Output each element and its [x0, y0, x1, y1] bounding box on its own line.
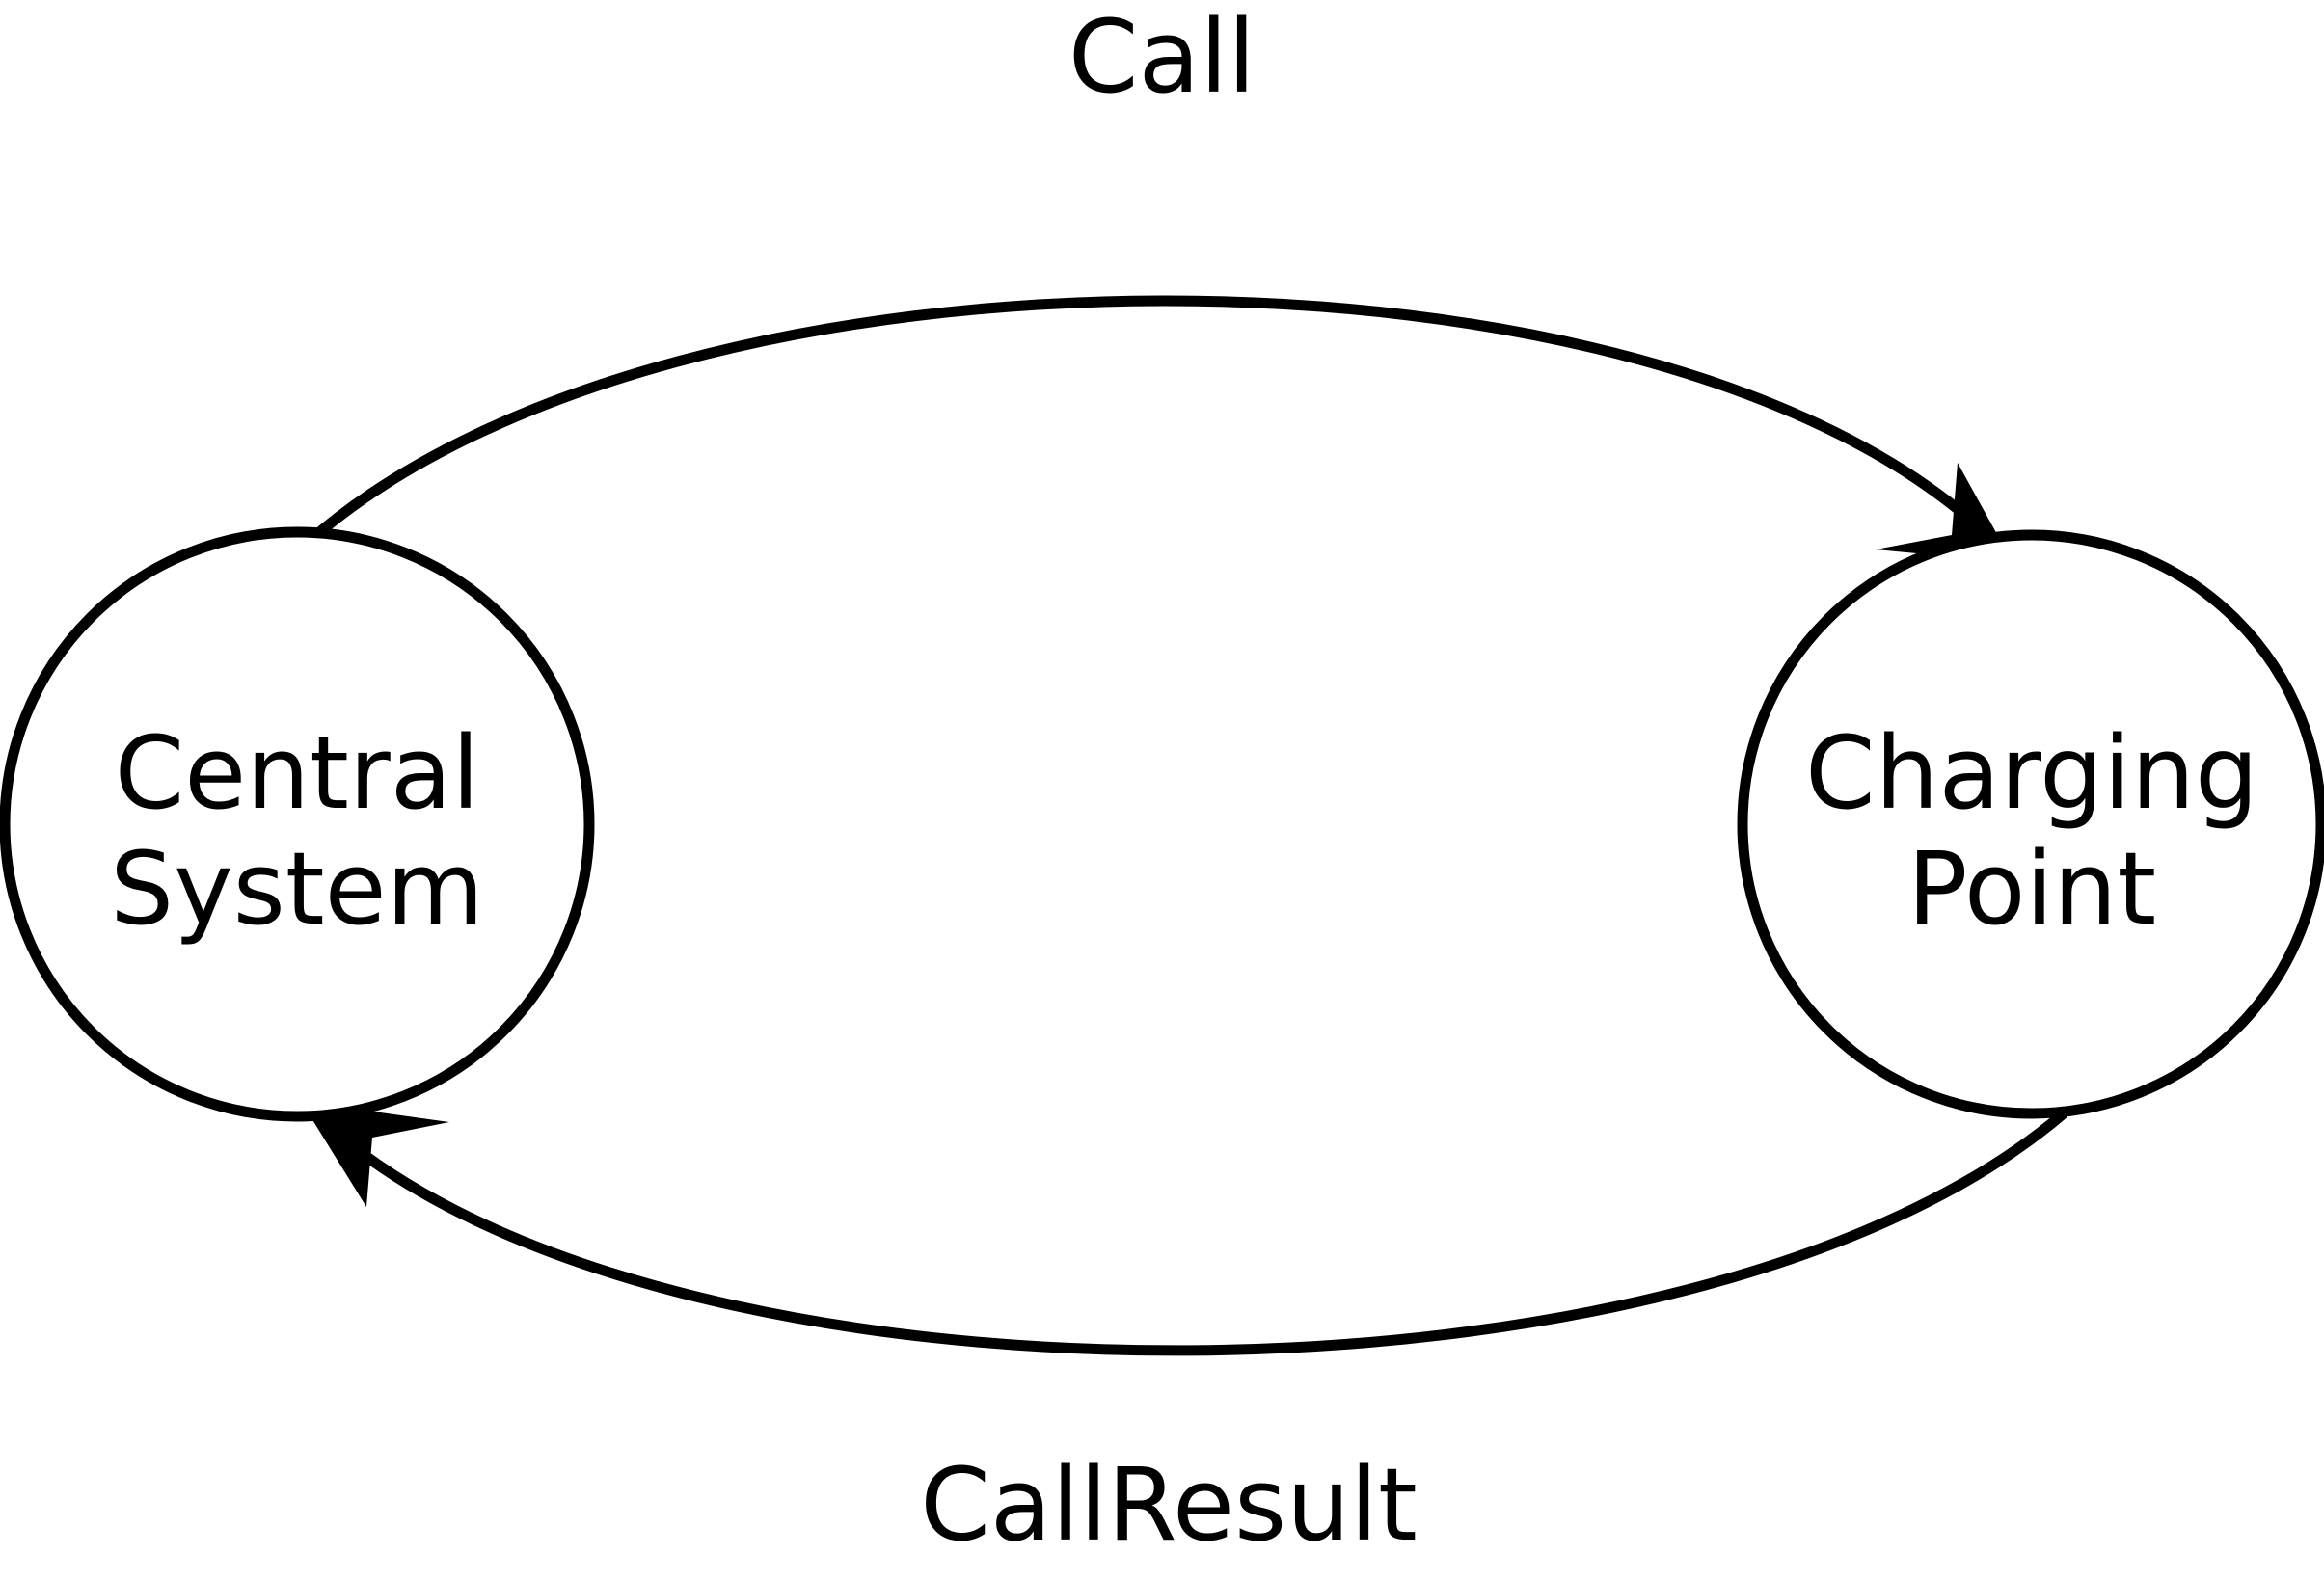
- edge-callresult: [307, 1109, 2067, 1356]
- edge-callresult-label: CallResult: [920, 1446, 1417, 1564]
- edge-callresult-arc: [329, 1109, 2067, 1356]
- charging-point-label-line1: Charging: [1805, 714, 2258, 832]
- central-system-label-line2: System: [110, 830, 484, 948]
- central-system-label-line1: Central: [115, 714, 480, 832]
- charging-point-label-line2: Point: [1907, 830, 2156, 948]
- charging-point-circle[interactable]: [1737, 529, 2324, 1119]
- node-charging-point[interactable]: Charging Point: [1737, 529, 2324, 1119]
- node-central-system[interactable]: Central System: [0, 526, 595, 1122]
- edge-call-label: Call: [1068, 0, 1256, 116]
- edge-callresult-arrowhead: [307, 1111, 449, 1207]
- edge-call: [307, 295, 2013, 564]
- central-system-circle[interactable]: [0, 526, 595, 1122]
- edge-call-arc: [307, 295, 1992, 545]
